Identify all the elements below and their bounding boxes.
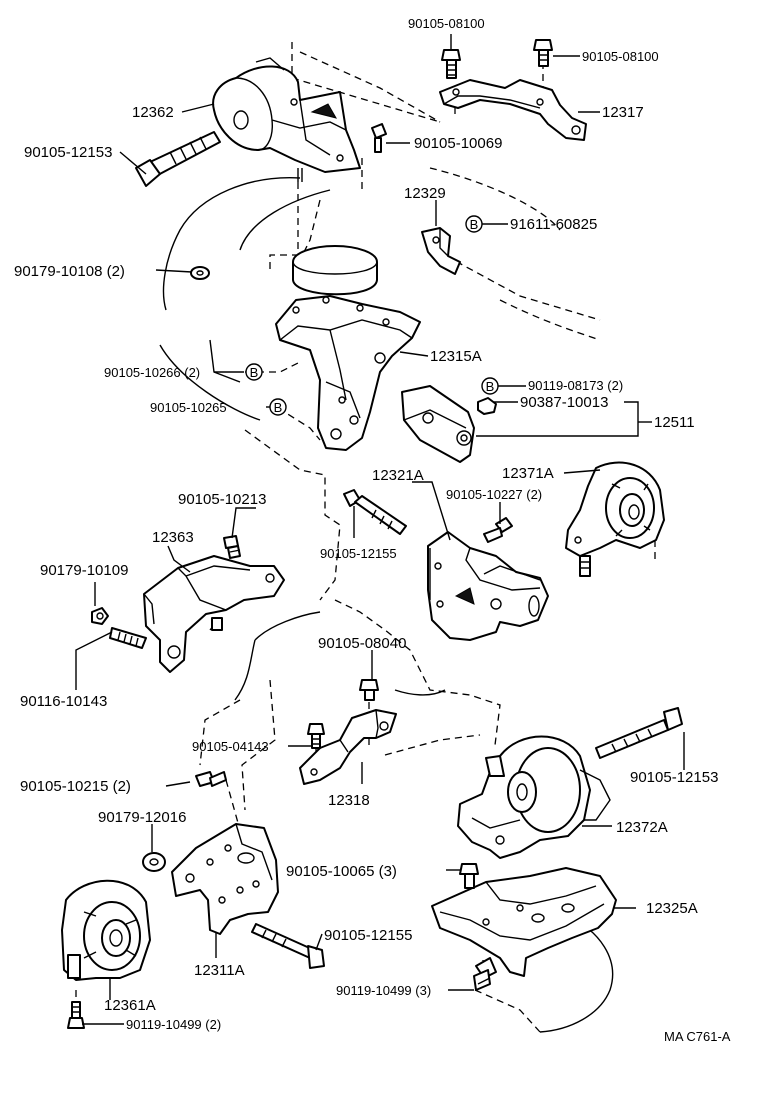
bolt-90105-12155-middle — [343, 489, 407, 535]
label-90179-12016: 90179-12016 — [98, 809, 186, 826]
bolt-90105-10215 — [195, 771, 227, 787]
label-12318: 12318 — [328, 792, 370, 809]
reference-code: MA C761-A — [664, 1029, 731, 1044]
part-12511-damper — [401, 385, 497, 463]
label-12311A: 12311A — [194, 962, 245, 979]
bolt-90105-10069 — [371, 123, 387, 153]
label-12511: 12511 — [654, 414, 695, 431]
label-12315A: 12315A — [430, 348, 482, 365]
part-12325a-plate — [431, 867, 617, 977]
circle-b-marker: B — [269, 398, 287, 416]
circle-b-marker: B — [245, 363, 263, 381]
svg-text:B: B — [470, 217, 479, 232]
bolt-90119-10499-right — [473, 957, 497, 991]
bolt-90105-12155-lower — [251, 923, 325, 969]
label-91611-60825: 91611-60825 — [510, 216, 597, 233]
label-90105-04143: 90105-04143 — [192, 739, 269, 754]
transmission-cylinder — [292, 245, 378, 296]
label-90105-10213: 90105-10213 — [178, 491, 266, 508]
part-12315a-bracket — [275, 295, 421, 451]
svg-text:B: B — [486, 379, 495, 394]
label-12361A: 12361A — [104, 997, 156, 1014]
label-90105-10065: 90105-10065 (3) — [286, 863, 397, 880]
label-12362: 12362 — [132, 104, 174, 121]
nut-90179-10108 — [190, 266, 210, 280]
label-90105-08100-b: 90105-08100 — [582, 49, 659, 64]
label-90119-10499-left: 90119-10499 (2) — [126, 1017, 221, 1032]
label-90179-10108: 90179-10108 (2) — [14, 263, 125, 280]
svg-text:B: B — [274, 400, 283, 415]
label-90105-12153-upper: 90105-12153 — [24, 144, 112, 161]
bolt-90105-10213 — [223, 535, 241, 559]
nut-90179-10109 — [91, 607, 109, 625]
label-12363: 12363 — [152, 529, 194, 546]
label-90105-10227: 90105-10227 (2) — [446, 487, 542, 502]
label-90105-08040: 90105-08040 — [318, 635, 406, 652]
label-90119-10499-right: 90119-10499 (3) — [336, 983, 431, 998]
part-12311a-bracket — [171, 823, 279, 935]
washer-90179-12016 — [142, 852, 166, 872]
leader-lines — [75, 34, 685, 1025]
part-12318-bracket — [299, 709, 397, 785]
label-12317: 12317 — [602, 104, 644, 121]
part-12362-mount — [212, 57, 361, 182]
label-90119-08173: 90119-08173 (2) — [528, 378, 623, 393]
part-12363-bracket — [143, 555, 285, 673]
svg-text:B: B — [250, 365, 259, 380]
bolt-90105-08100-a — [441, 49, 461, 79]
part-12372a-mount — [457, 735, 611, 859]
bolt-90105-08040 — [359, 679, 379, 701]
bolt-90105-12153-upper — [135, 131, 221, 187]
label-90179-10109: 90179-10109 — [40, 562, 128, 579]
label-90105-12155-middle: 90105-12155 — [320, 546, 397, 561]
label-12325A: 12325A — [646, 900, 698, 917]
label-12371A: 12371A — [502, 465, 554, 482]
bolt-90105-10065 — [459, 863, 479, 889]
label-90105-10215: 90105-10215 (2) — [20, 778, 131, 795]
label-90105-10265: 90105-10265 — [150, 400, 227, 415]
label-90105-08100-a: 90105-08100 — [408, 16, 485, 31]
label-12321A: 12321A — [372, 467, 424, 484]
label-90105-10266: 90105-10266 (2) — [104, 365, 200, 380]
circle-b-marker: B — [465, 215, 483, 233]
label-12372A: 12372A — [616, 819, 668, 836]
stud-90116-10143 — [109, 627, 147, 649]
label-90116-10143: 90116-10143 — [20, 693, 107, 710]
part-12371a-mount — [565, 461, 665, 577]
label-12329: 12329 — [404, 185, 446, 202]
bolt-90105-08100-b — [533, 39, 553, 67]
label-90105-12155-lower: 90105-12155 — [324, 927, 412, 944]
label-90105-10069: 90105-10069 — [414, 135, 502, 152]
bolt-90105-10227 — [483, 517, 513, 543]
part-12321a-bracket — [427, 531, 549, 641]
bolt-90105-04143 — [307, 723, 325, 749]
circle-b-marker: B — [481, 377, 499, 395]
label-90105-12153-right: 90105-12153 — [630, 769, 718, 786]
part-12317-bracket — [439, 79, 587, 141]
bolt-90119-10499-left — [67, 1001, 85, 1029]
bolt-90105-12153-right — [595, 707, 683, 759]
part-labels: 90105-08100 90105-08100 12317 12362 9010… — [14, 16, 731, 1044]
part-12361a-mount — [61, 879, 151, 981]
label-90387-10013: 90387-10013 — [520, 394, 608, 411]
part-12329-clip — [421, 227, 461, 275]
